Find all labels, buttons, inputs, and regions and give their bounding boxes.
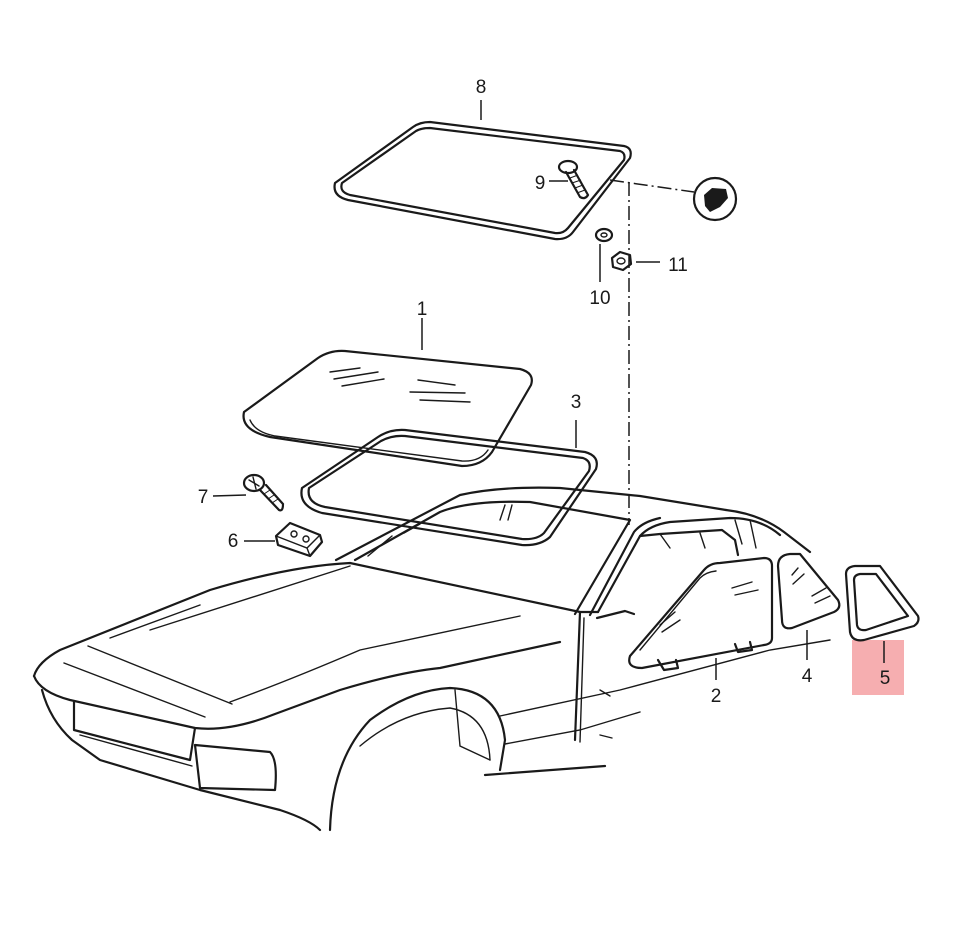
label-9: 9 [535,173,546,194]
assembly-line-to-badge [609,179,695,193]
adhesive-badge-icon [692,176,738,222]
label-8: 8 [476,77,487,98]
label-6: 6 [228,531,239,552]
part-8-rear-glass[interactable] [333,120,632,241]
label-11: 11 [668,255,688,276]
label-5: 5 [880,668,891,689]
part-4-quarter-window[interactable] [776,552,841,630]
part-7-screw[interactable] [242,473,285,512]
part-6-clip[interactable] [274,521,324,558]
label-4: 4 [802,666,813,687]
part-1-windshield[interactable] [242,349,533,468]
label-2: 2 [711,686,722,707]
part-11-nut[interactable] [610,250,633,272]
part-3-windshield-seal[interactable] [300,428,598,547]
label-10: 10 [589,288,610,309]
label-1: 1 [417,299,428,320]
car-body [32,486,831,832]
label-7: 7 [198,487,209,508]
part-5-quarter-seal[interactable] [844,564,920,642]
part-10-washer[interactable] [594,227,614,243]
part-9-bolt[interactable] [557,159,590,200]
leader-lines [212,100,885,680]
label-3: 3 [571,392,582,413]
part-2-door-glass[interactable] [628,556,774,672]
part-5-highlight [852,640,904,695]
